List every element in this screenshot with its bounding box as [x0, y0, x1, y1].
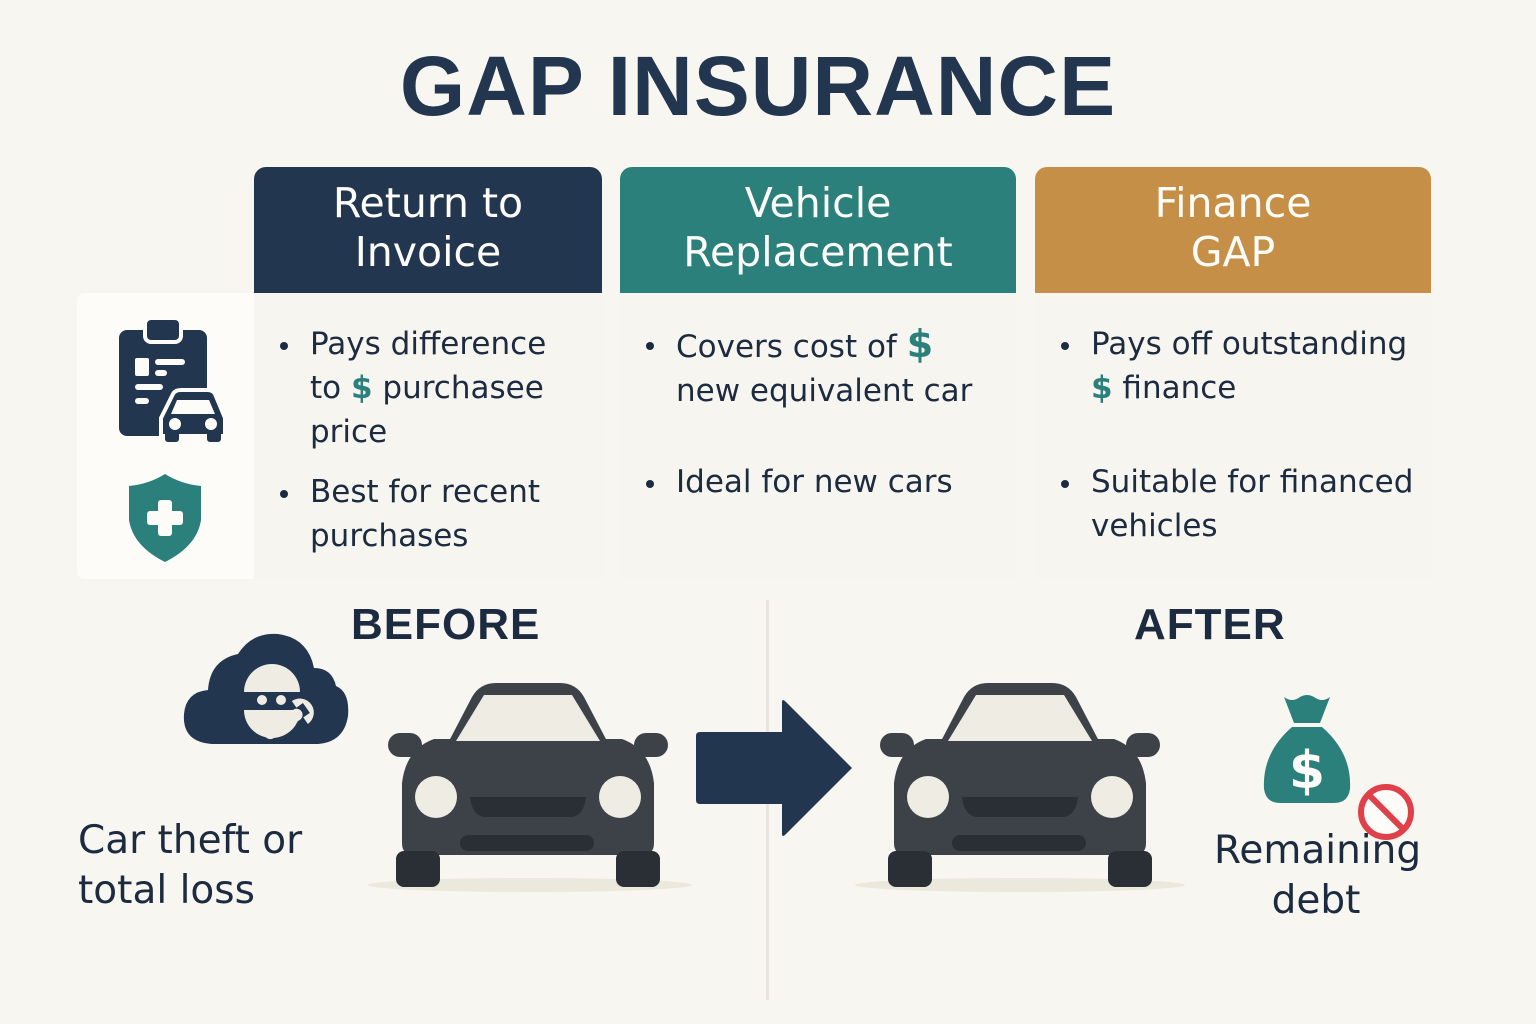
bullet-item: Pays difference to $ purchasee price [280, 322, 546, 454]
icon-panel [77, 293, 254, 579]
header-vehicle-replacement: Vehicle Replacement [620, 167, 1016, 293]
bullet-item: Suitable for financed vehicles [1061, 460, 1413, 548]
bullet-item: Best for recent purchases [280, 470, 540, 558]
shield-plus-icon [129, 474, 201, 562]
dollar-icon: $ [1091, 370, 1113, 406]
bullet-dot [646, 342, 654, 350]
car-icon [880, 683, 1160, 887]
bullet-text: Best for recent purchases [310, 474, 541, 554]
clipboard-car-icon [119, 316, 227, 442]
header-finance-gap: Finance GAP [1035, 167, 1431, 293]
header-line: Invoice [354, 228, 502, 276]
bullet-line: price [310, 414, 388, 450]
bullet-item: Covers cost of $ new equivalent car [646, 322, 972, 413]
bullet-line: Pays off outstanding [1091, 326, 1408, 362]
column-finance-gap: Pays off outstanding $ finance Suitable f… [1035, 293, 1431, 579]
page-title: GAP INSURANCE [399, 39, 1117, 133]
column-vehicle-replacement: Covers cost of $ new equivalent car Ideal… [620, 293, 1016, 579]
bullet-line: purchasee [372, 370, 544, 406]
thief-cloud-icon [183, 633, 349, 744]
column-return-to-invoice: Pays difference to $ purchasee price Best … [254, 293, 602, 579]
bullet-dot [280, 490, 288, 498]
bullet-dot [646, 480, 654, 488]
after-caption: Remaining debt [1214, 828, 1422, 923]
car-shadow [368, 878, 692, 892]
bullet-dot [1061, 480, 1069, 488]
car-icon [388, 683, 668, 887]
bullet-line: to [310, 370, 351, 406]
prohibited-icon [1358, 784, 1414, 840]
bullet-text: Pays off outstanding $ finance [1061, 322, 1407, 410]
bullet-line: Pays difference [310, 326, 547, 362]
bullet-item: Pays off outstanding $ finance [1061, 322, 1407, 410]
after-label: AFTER [1134, 600, 1286, 649]
bullet-text: Ideal for new cars [676, 464, 953, 500]
dollar-icon: $ [1289, 741, 1325, 801]
bullet-line: new equivalent car [676, 373, 973, 409]
bullet-text: Covers cost of $ new equivalent car [646, 322, 972, 413]
bullet-text: Suitable for financed vehicles [1091, 464, 1414, 544]
dollar-icon: $ [906, 322, 934, 366]
header-line: Finance [1154, 179, 1312, 227]
bullet-dot [280, 342, 288, 350]
bullet-dot [1061, 342, 1069, 350]
bullet-item: Ideal for new cars [646, 460, 953, 504]
car-shadow [855, 878, 1185, 892]
before-label: BEFORE [351, 600, 541, 649]
header-line: Replacement [683, 228, 953, 276]
header-return-to-invoice: Return to Invoice [254, 167, 602, 293]
before-caption: Car theft or total loss [78, 818, 303, 913]
header-line: Vehicle [744, 179, 892, 227]
header-line: Return to [332, 179, 524, 227]
bullet-line: finance [1112, 370, 1237, 406]
bullet-line: Covers cost of [676, 329, 907, 365]
bullet-text: Pays difference to $ purchasee price [280, 322, 546, 454]
money-bag-icon: $ [1263, 695, 1351, 803]
header-line: GAP [1190, 228, 1276, 276]
arrow-right-icon [696, 700, 852, 836]
dollar-icon: $ [350, 370, 373, 406]
